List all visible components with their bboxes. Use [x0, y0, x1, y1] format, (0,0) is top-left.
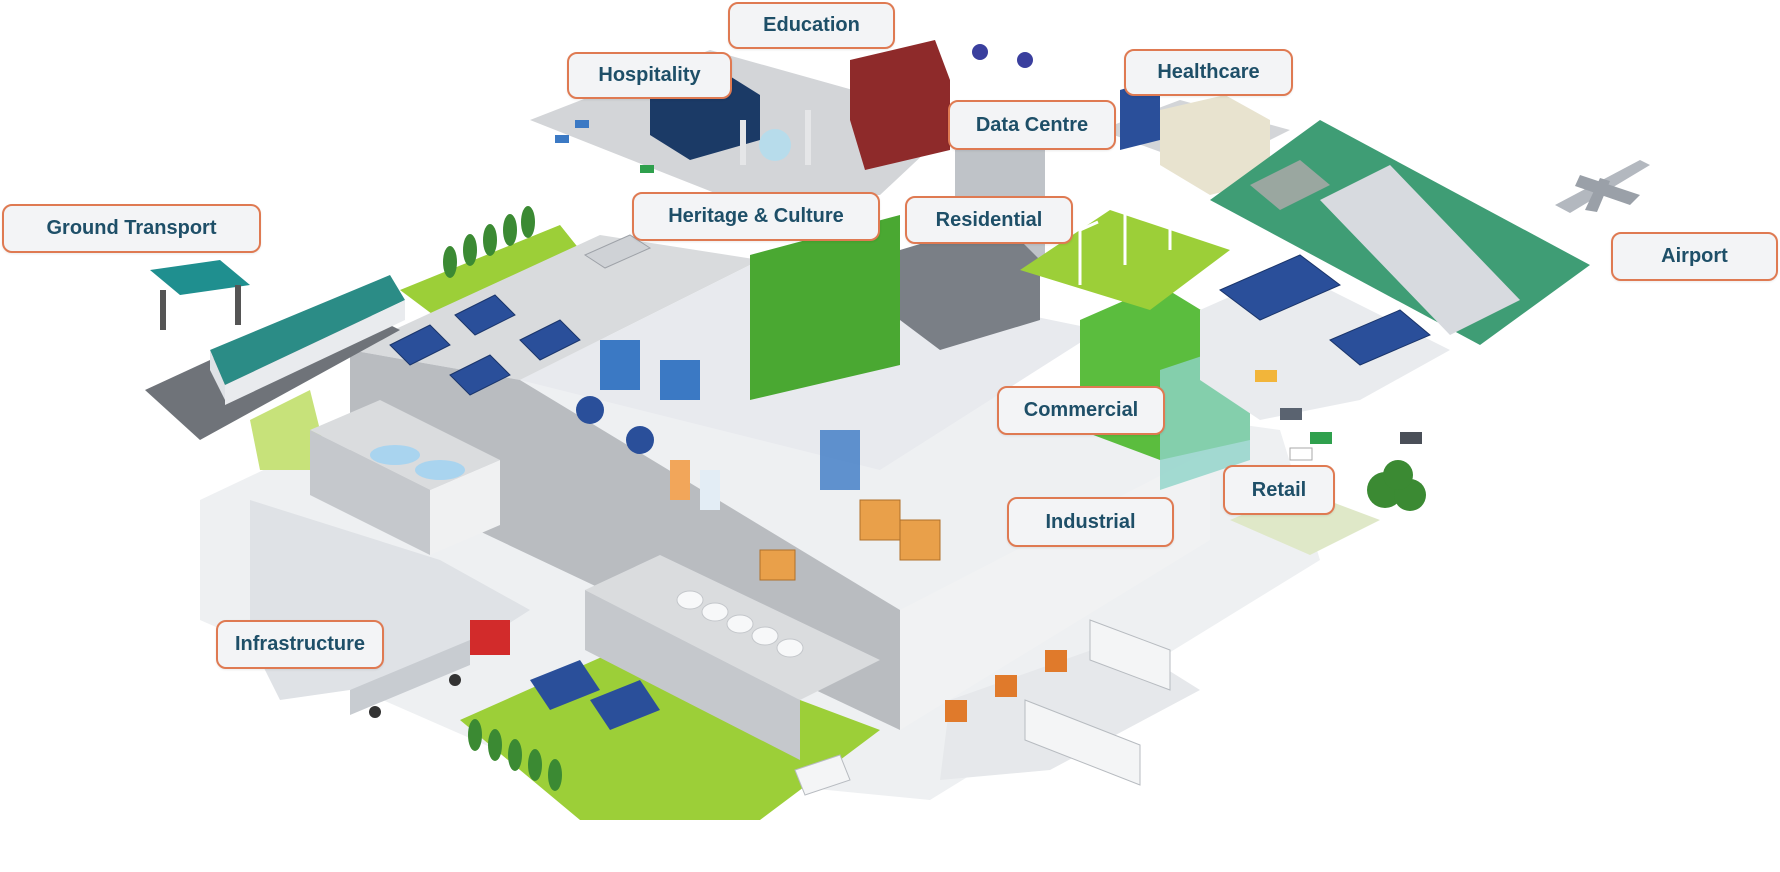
tram-icon	[210, 275, 405, 405]
water-tanks	[370, 445, 465, 480]
airplane-icon	[1555, 160, 1650, 213]
label-data-centre[interactable]: Data Centre	[948, 100, 1116, 150]
factory-machinery	[576, 340, 860, 510]
label-hospitality[interactable]: Hospitality	[567, 52, 732, 99]
roof-solar-panels	[389, 294, 581, 396]
label-ground-transport[interactable]: Ground Transport	[2, 204, 261, 253]
tram-shelter	[150, 260, 250, 330]
healthcare-building	[1160, 95, 1270, 195]
label-healthcare[interactable]: Healthcare	[1124, 49, 1293, 96]
tree-row-top-left	[443, 206, 535, 278]
tram-number: 8	[186, 349, 196, 369]
wifi-icon	[1017, 52, 1033, 68]
label-residential[interactable]: Residential	[905, 196, 1073, 244]
label-education[interactable]: Education	[728, 2, 895, 49]
server-room	[900, 220, 1040, 350]
mosque-dome-icon	[740, 110, 811, 165]
roof-ac-units	[583, 234, 652, 269]
tank-building-front	[310, 430, 430, 555]
van-icon	[794, 754, 851, 796]
tanker-truck-icon	[350, 620, 510, 718]
silo-building-front	[585, 590, 800, 760]
tank-building-side	[430, 460, 500, 555]
tree-row-bottom	[468, 719, 562, 791]
terminal-building	[1250, 160, 1330, 210]
delivery-truck-icon	[1024, 619, 1171, 786]
tree-cluster-right	[1367, 460, 1426, 511]
label-heritage-culture[interactable]: Heritage & Culture	[632, 192, 880, 241]
parked-cars	[1255, 370, 1422, 461]
label-retail[interactable]: Retail	[1223, 465, 1335, 515]
solar-panel-icon	[1219, 254, 1431, 366]
label-airport[interactable]: Airport	[1611, 232, 1778, 281]
left-grass	[400, 225, 580, 320]
education-building	[850, 40, 950, 170]
orange-crates	[759, 499, 941, 581]
parking-cars	[555, 120, 654, 173]
bottom-solar-array	[530, 660, 660, 730]
green-glass-wall-left	[750, 215, 900, 400]
label-infrastructure[interactable]: Infrastructure	[216, 620, 384, 669]
factory-roof-left	[350, 235, 760, 380]
loading-dock-shutters	[945, 650, 1067, 722]
download-icon	[972, 44, 988, 60]
runway	[1320, 165, 1520, 335]
label-industrial[interactable]: Industrial	[1007, 497, 1174, 547]
silo-tanks	[676, 590, 804, 658]
label-commercial[interactable]: Commercial	[997, 386, 1165, 435]
hospital-wing	[1120, 78, 1160, 150]
